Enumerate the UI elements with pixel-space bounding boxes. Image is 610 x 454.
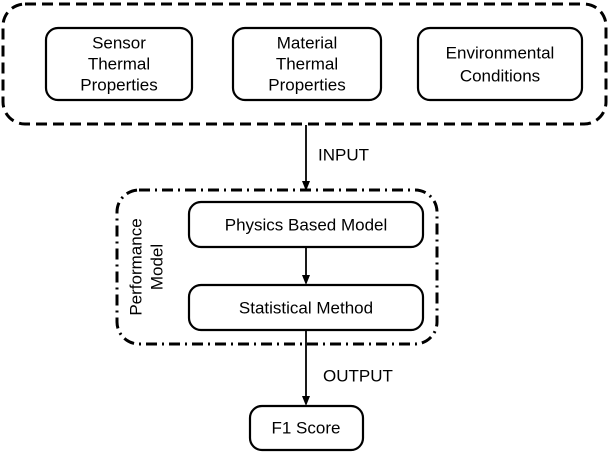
edge-label-output: OUTPUT <box>323 366 393 385</box>
node-material-thermal-properties-line2: Thermal <box>276 54 338 73</box>
node-material-thermal-properties-line1: Material <box>277 33 337 52</box>
node-material-thermal-properties-line3: Properties <box>268 75 345 94</box>
node-f1-score-label: F1 Score <box>272 418 341 437</box>
edge-inputs-to-model-arrowhead <box>302 181 310 191</box>
performance-model-group-label-line1: Performance <box>126 218 145 315</box>
edge-model-to-f1-arrowhead <box>302 396 310 406</box>
node-statistical-method-label: Statistical Method <box>239 298 373 317</box>
node-material-thermal-properties[interactable] <box>231 26 383 102</box>
node-sensor-thermal-properties[interactable] <box>44 26 194 102</box>
node-environmental-conditions-line1: Environmental <box>446 43 555 62</box>
edge-physics-to-statistical-arrowhead <box>302 275 310 285</box>
node-sensor-thermal-properties-line3: Properties <box>80 75 157 94</box>
performance-model-group-label-line2: Model <box>147 244 166 290</box>
node-sensor-thermal-properties-line1: Sensor <box>92 33 146 52</box>
edge-label-input: INPUT <box>318 145 369 164</box>
node-environmental-conditions[interactable] <box>416 26 584 102</box>
node-physics-based-model-label: Physics Based Model <box>225 215 388 234</box>
inputs-group-border <box>1 2 608 126</box>
node-environmental-conditions-line2: Conditions <box>460 66 540 85</box>
node-f1-score[interactable] <box>248 404 365 452</box>
performance-model-group-border <box>115 188 439 346</box>
node-sensor-thermal-properties-line2: Thermal <box>88 54 150 73</box>
